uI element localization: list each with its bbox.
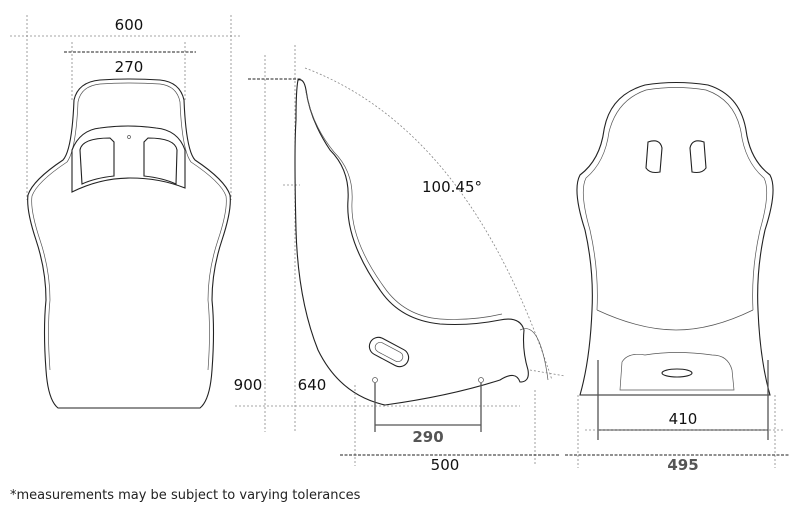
angle-label: 100.45° — [422, 178, 482, 196]
side-view: 100.45° 900 640 290 500 — [234, 45, 566, 474]
mount-hole-rear — [478, 377, 484, 383]
extension-line — [529, 369, 566, 377]
front-view: 410 495 — [565, 81, 790, 474]
inner-outline — [596, 309, 754, 331]
seat-back-outline — [27, 78, 231, 409]
inner-outline — [519, 328, 549, 381]
harness-slot-left-icon — [645, 140, 663, 174]
inner-outline — [645, 87, 768, 311]
harness-slot-right-icon — [689, 140, 707, 174]
harness-slot-right-icon — [143, 137, 178, 185]
side-slot-inner — [374, 341, 404, 363]
harness-slot-left-icon — [79, 137, 115, 185]
harness-panel — [71, 125, 186, 193]
mount-hole-front — [372, 377, 378, 383]
inner-outline — [99, 82, 227, 371]
depth-label: 500 — [431, 456, 460, 474]
inner-outline — [305, 91, 503, 320]
height-label: 900 — [234, 376, 263, 394]
inner-width-label: 410 — [669, 410, 698, 428]
recline-angle-arc — [304, 67, 553, 381]
inner-outline — [31, 83, 101, 371]
side-slot-icon — [368, 336, 410, 368]
seat-front-outline — [576, 81, 774, 396]
headrest-width-label: 270 — [115, 58, 144, 76]
seat-height-label: 640 — [298, 376, 327, 394]
outer-width-label: 495 — [667, 456, 698, 474]
seat-side-outline — [294, 79, 529, 406]
mount-spacing-label: 290 — [412, 428, 443, 446]
seat-cushion — [619, 352, 735, 391]
back-view: 600 270 — [10, 15, 242, 409]
tolerance-footnote: *measurements may be subject to varying … — [10, 488, 361, 503]
width-label: 600 — [115, 16, 144, 34]
inner-outline — [582, 89, 647, 311]
center-hole — [127, 135, 131, 139]
crotch-slot-icon — [661, 368, 693, 378]
